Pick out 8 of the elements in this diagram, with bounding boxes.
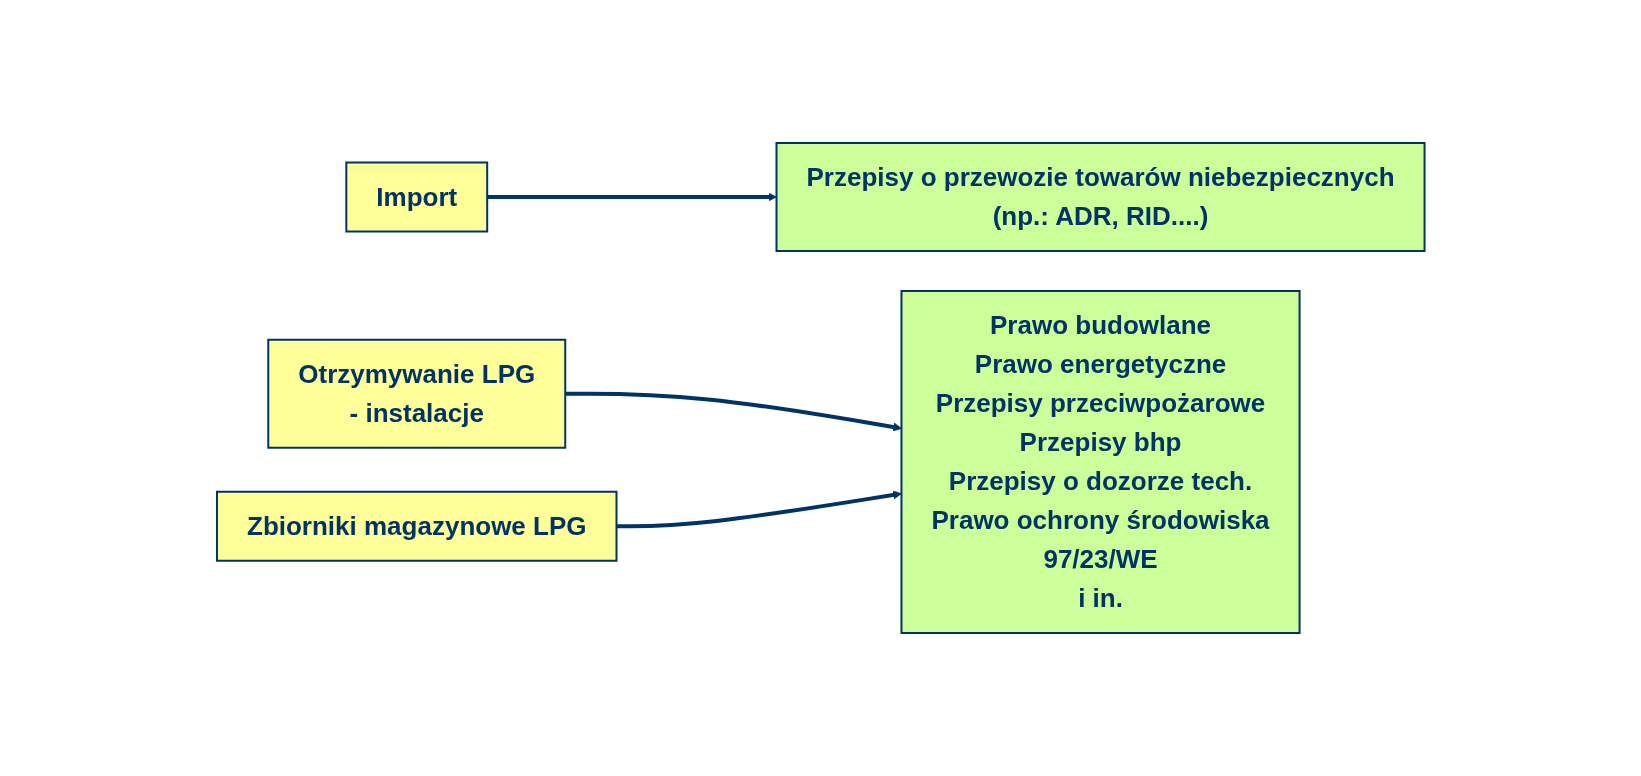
node-box: Przepisy o przewozie towarów niebezpiecznych (np.: ADR, RID....)	[775, 142, 1426, 252]
node-box: Import	[345, 161, 488, 233]
arrow	[486, 192, 777, 202]
node-box: Zbiorniki magazynowe LPG	[215, 490, 618, 562]
arrow	[564, 391, 902, 432]
node-box: Prawo budowlane Prawo energetyczne Przepisy przeciwpożarowe Przepisy bhp Przepisy o dozorze tech. Prawo ochrony środowiska 97/23/WE i in.	[900, 290, 1301, 634]
arrow	[616, 490, 902, 529]
node-box: Otrzymywanie LPG - instalacje	[267, 338, 566, 449]
